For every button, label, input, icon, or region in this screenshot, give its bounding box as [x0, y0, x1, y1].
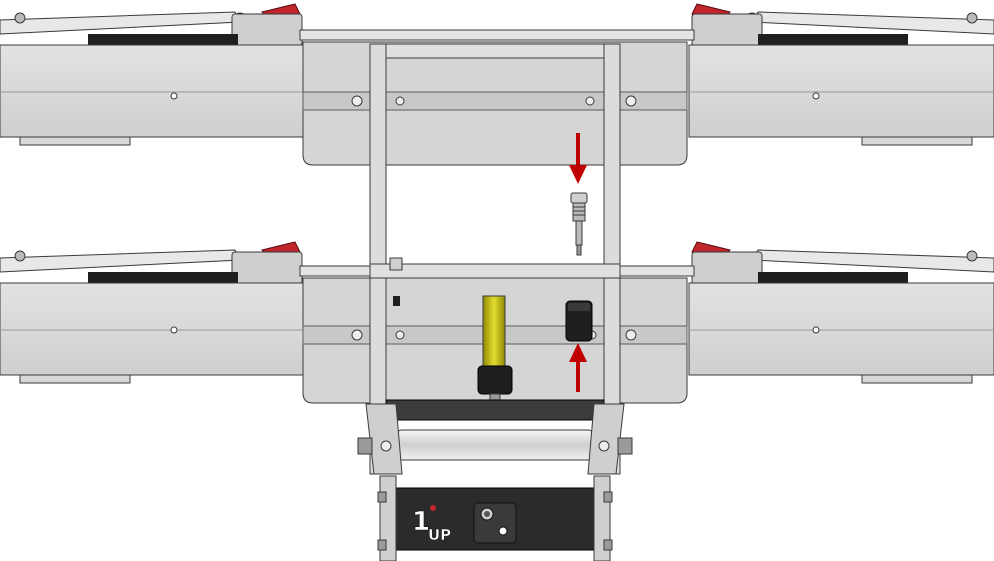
brand-logo: 1 UP — [412, 505, 451, 544]
tray-channel-upper-right — [688, 44, 994, 138]
bolt-icon — [625, 329, 637, 341]
bolt-icon — [351, 95, 363, 107]
yellow-spring-assembly — [477, 295, 513, 403]
upper-tray-assembly — [0, 3, 994, 166]
roller-tube — [395, 429, 595, 461]
bolt-icon — [395, 96, 405, 106]
upper-arm-right — [744, 11, 994, 35]
bolt-icon — [351, 329, 363, 341]
arrow-down — [569, 133, 587, 184]
central-frame — [369, 43, 621, 475]
logo-digit: 1 — [412, 507, 430, 537]
bolt-icon — [395, 330, 405, 340]
arrow-up — [569, 343, 587, 392]
tray-channel-lower-right — [688, 282, 994, 376]
hole-icon — [170, 326, 178, 334]
hole-icon — [812, 326, 820, 334]
lock-plate — [473, 502, 517, 544]
tray-channel-lower-left — [0, 282, 306, 376]
upper-arm-left — [0, 11, 248, 35]
rubber-bushing — [565, 300, 593, 342]
hole-icon — [170, 92, 178, 100]
logo-letters: UP — [428, 526, 451, 544]
hole-icon — [498, 526, 508, 536]
tray-channel-upper-left — [0, 44, 306, 138]
exploded-pin — [570, 192, 588, 256]
roller-assembly — [357, 399, 633, 475]
bolt-icon — [625, 95, 637, 107]
bolt-icon — [585, 96, 595, 106]
hole-icon — [812, 92, 820, 100]
hitch-base: 1 UP — [377, 475, 613, 561]
